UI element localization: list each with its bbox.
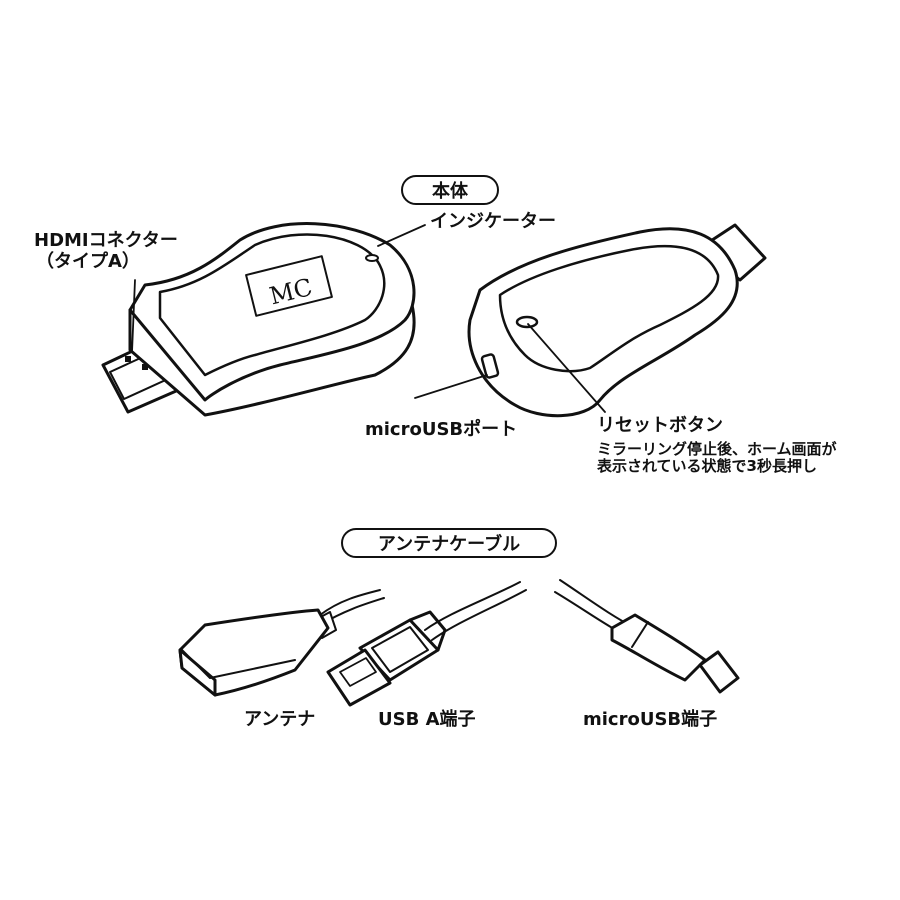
reset-button bbox=[515, 315, 539, 329]
section-title-body-text: 本体 bbox=[432, 181, 468, 202]
usb-a-part bbox=[326, 581, 527, 707]
reset-button-label: リセットボタン bbox=[597, 415, 723, 436]
antenna-part bbox=[178, 589, 385, 697]
leader-lines bbox=[131, 224, 606, 413]
reset-note-line1: ミラーリング停止後、ホーム画面が bbox=[597, 440, 837, 458]
indicator-light bbox=[365, 254, 379, 262]
section-title-antenna-cable-text: アンテナケーブル bbox=[377, 534, 521, 555]
micro-usb-part bbox=[554, 579, 740, 694]
micro-usb-port bbox=[480, 353, 500, 379]
hdmi-connector-label-line2: （タイプA） bbox=[36, 250, 140, 272]
mc-logo-box bbox=[245, 255, 333, 317]
device-front-view: MC bbox=[101, 222, 416, 417]
usb-a-label: USB A端子 bbox=[378, 709, 476, 730]
device-back-view bbox=[467, 223, 767, 418]
micro-usb-port-label: microUSBポート bbox=[365, 419, 518, 440]
section-title-body: 本体 bbox=[401, 175, 499, 205]
hdmi-connector-label-line1: HDMIコネクター bbox=[34, 230, 178, 251]
indicator-label: インジケーター bbox=[430, 211, 556, 232]
antenna-label: アンテナ bbox=[244, 709, 316, 730]
reset-note: ミラーリング停止後、ホーム画面が 表示されている状態で3秒長押し bbox=[597, 440, 837, 476]
micro-usb-terminal-label: microUSB端子 bbox=[583, 709, 718, 730]
hdmi-connector-label: HDMIコネクター （タイプA） bbox=[34, 230, 178, 272]
section-title-antenna-cable: アンテナケーブル bbox=[341, 528, 557, 558]
reset-note-line2: 表示されている状態で3秒長押し bbox=[597, 457, 817, 476]
